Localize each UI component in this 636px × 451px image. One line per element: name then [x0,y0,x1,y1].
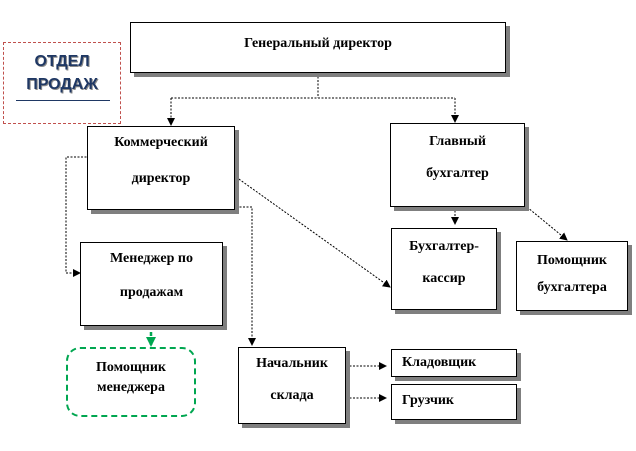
manager-assistant-line2: менеджера [97,380,165,395]
box-cashier-accountant: Бухгалтер- кассир [391,228,497,310]
box-chief-accountant: Главный бухгалтер [390,123,525,207]
warehouse-head-line2: склада [270,388,314,403]
box-loader: Грузчик [391,384,517,420]
sales-manager-line1: Менеджер по [110,251,193,266]
commercial-director-line2: директор [131,171,191,186]
box-commercial-director: Коммерческий директор [87,126,235,210]
manager-assistant-line1: Помощник [96,360,166,375]
box-general-director: Генеральный директор [130,22,506,73]
general-director-label: Генеральный директор [244,36,392,51]
connector-commercial-to-cashier [235,176,391,288]
connector-chief-to-assistant [526,206,568,241]
sales-manager-line2: продажам [119,285,184,300]
cashier-accountant-line2: кассир [422,271,466,286]
department-label: ОТДЕЛ ПРОДАЖ [3,42,121,124]
storekeeper-label: Кладовщик [402,355,477,370]
box-assistant-accountant: Помощник бухгалтера [516,241,628,311]
department-label-line1: ОТДЕЛ [34,53,90,70]
department-underline [16,100,110,101]
box-warehouse-head: Начальник склада [238,347,346,424]
warehouse-head-line1: Начальник [256,356,328,371]
chief-accountant-line1: Главный [429,134,486,149]
box-manager-assistant: Помощник менеджера [66,347,196,417]
box-storekeeper: Кладовщик [391,349,517,377]
assistant-accountant-line2: бухгалтера [537,280,607,295]
connector-commercial-to-sales-manager [65,156,90,277]
department-label-line2: ПРОДАЖ [26,76,98,93]
commercial-director-line1: Коммерческий [114,135,208,150]
assistant-accountant-line1: Помощник [537,253,607,268]
connector-commercial-to-warehouse [236,206,256,346]
chief-accountant-line2: бухгалтер [426,166,489,181]
connector-general-to-subordinates [167,73,459,126]
box-sales-manager: Менеджер по продажам [80,242,223,326]
loader-label: Грузчик [402,393,455,408]
cashier-accountant-line1: Бухгалтер- [409,239,479,254]
